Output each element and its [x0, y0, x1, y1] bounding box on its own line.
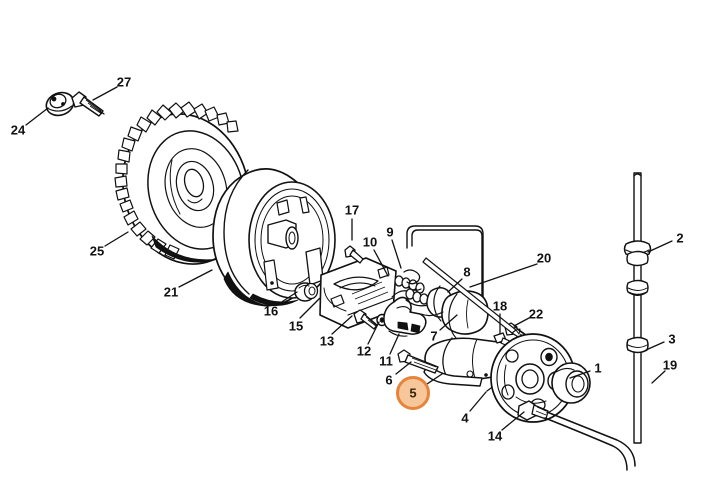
part-contact-breaker-arm: [383, 290, 427, 337]
callout-number-7[interactable]: 7: [430, 328, 438, 344]
callout-number-1[interactable]: 1: [594, 360, 602, 376]
callout-number-8[interactable]: 8: [463, 264, 471, 280]
callout-number-5[interactable]: 5: [409, 385, 417, 401]
part-grommet-lower: [626, 336, 649, 354]
callout-number-16[interactable]: 16: [263, 303, 279, 319]
callout-number-24[interactable]: 24: [10, 122, 26, 138]
highlight-circle-part-5[interactable]: [396, 376, 430, 410]
callout-number-3[interactable]: 3: [668, 331, 676, 347]
callout-number-27[interactable]: 27: [116, 74, 132, 90]
callout-number-12[interactable]: 12: [356, 343, 372, 359]
part-spark-plug-lead: [623, 172, 652, 444]
callout-number-22[interactable]: 22: [528, 306, 544, 322]
callout-number-19[interactable]: 19: [662, 357, 678, 373]
callout-number-6[interactable]: 6: [385, 372, 393, 388]
callout-number-20[interactable]: 20: [536, 250, 552, 266]
part-grommet-upper: [623, 240, 652, 267]
part-flywheel-rotor: [212, 168, 336, 307]
part-long-screw: [397, 349, 439, 374]
part-spring-washer-set: [394, 275, 429, 305]
part-washer-nut: [45, 91, 75, 117]
callout-number-11[interactable]: 11: [379, 353, 393, 369]
callout-number-2[interactable]: 2: [676, 230, 684, 246]
part-mounting-plate: [490, 333, 636, 471]
callout-leader-lines: [25, 86, 673, 431]
callout-number-9[interactable]: 9: [386, 224, 394, 240]
callout-number-13[interactable]: 13: [319, 333, 335, 349]
part-spacer-bushing: [294, 282, 319, 302]
callout-number-18[interactable]: 18: [492, 298, 508, 314]
part-ignition-module: [319, 257, 397, 329]
part-hex-screw: [71, 91, 105, 117]
callout-number-4[interactable]: 4: [461, 410, 469, 426]
callout-number-10[interactable]: 10: [362, 234, 378, 250]
callout-number-25[interactable]: 25: [89, 243, 105, 259]
callout-number-21[interactable]: 21: [163, 284, 179, 300]
callout-number-14[interactable]: 14: [487, 428, 503, 444]
callout-number-15[interactable]: 15: [288, 318, 304, 334]
part-wire-lead: [422, 257, 521, 335]
part-screw-13: [353, 309, 378, 330]
part-coil-body: [420, 311, 444, 317]
part-pin-17: [344, 245, 364, 264]
callout-number-17[interactable]: 17: [344, 202, 360, 218]
part-fan-wheel-impeller: [114, 101, 251, 265]
